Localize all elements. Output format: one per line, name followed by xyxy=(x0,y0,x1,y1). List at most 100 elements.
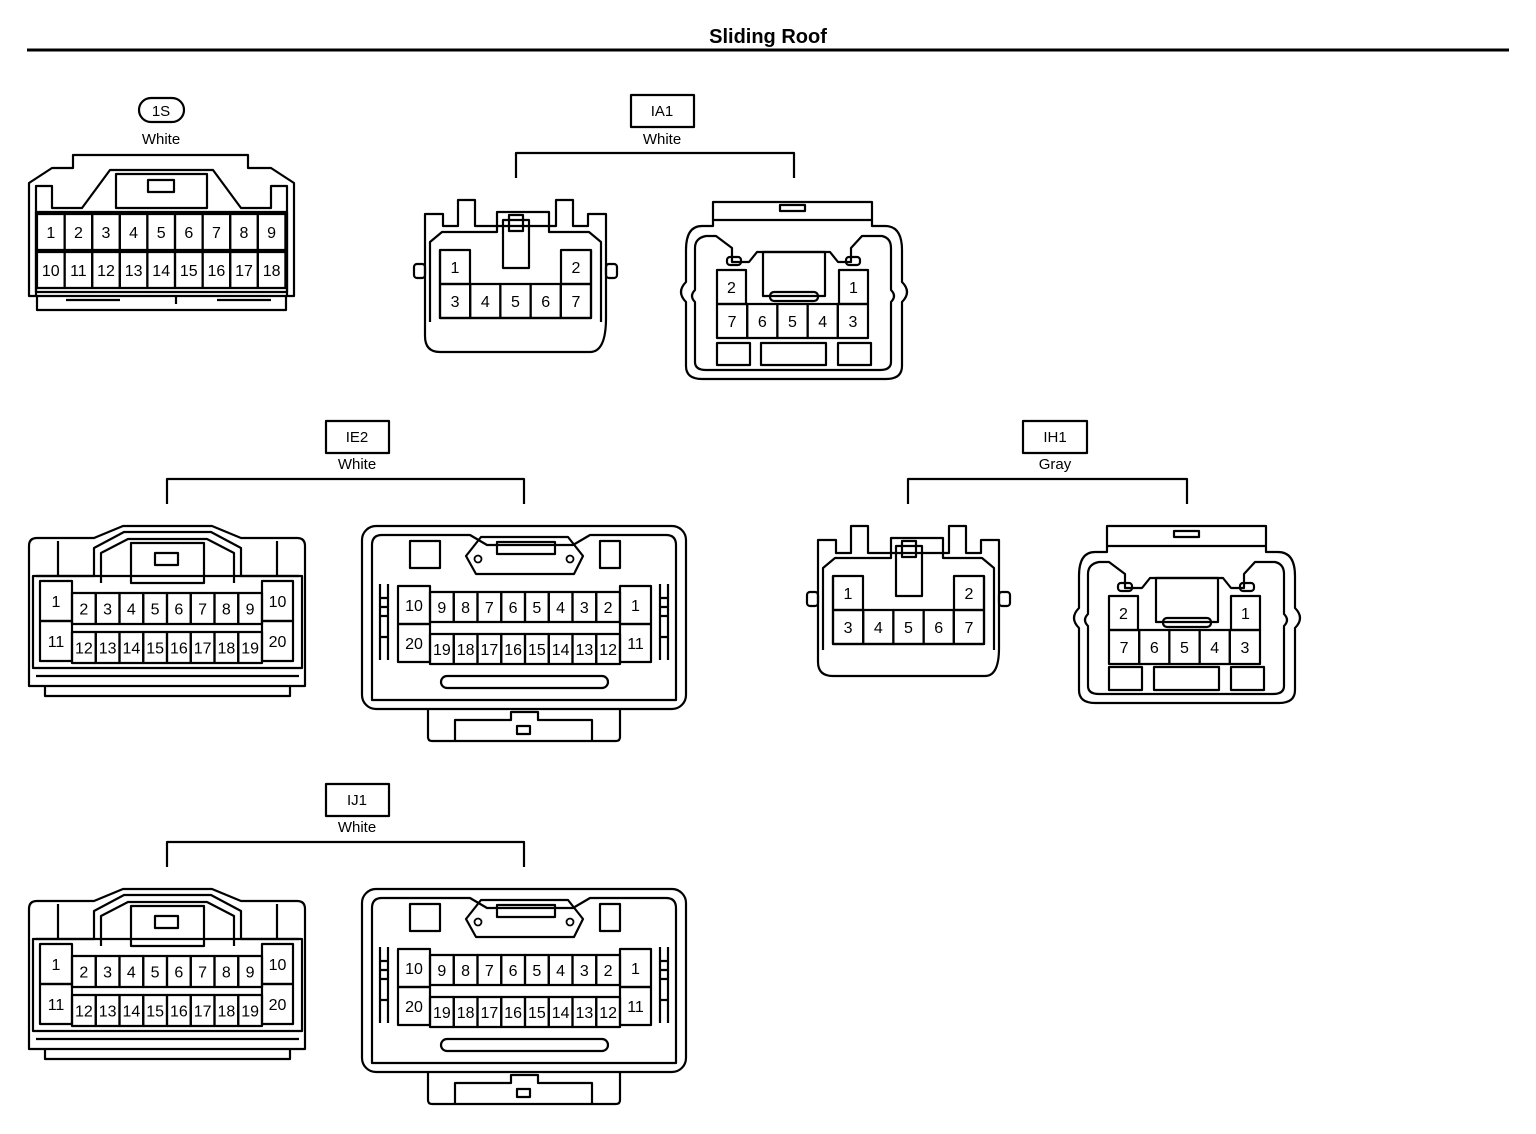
pin-cell: 11 xyxy=(38,619,74,663)
pin-cell: 9 xyxy=(428,953,455,987)
pin-number: 17 xyxy=(480,1005,498,1022)
pin-cell: 5 xyxy=(142,591,169,626)
pin-cell: 8 xyxy=(229,212,259,252)
pin-number: 4 xyxy=(127,965,136,982)
housing-outline xyxy=(378,584,670,660)
pin-cell: 20 xyxy=(260,619,295,663)
pin-cell: 14 xyxy=(118,630,145,665)
housing-outline xyxy=(464,898,585,939)
pin-number: 20 xyxy=(405,999,423,1016)
pin-cell: 5 xyxy=(1168,628,1201,666)
pin-number: 6 xyxy=(509,600,518,617)
pin-cavity xyxy=(256,250,287,290)
pin-cell: 5 xyxy=(892,608,925,646)
pin-number: 6 xyxy=(174,602,183,619)
pin-number: 17 xyxy=(194,641,212,658)
pin-number: 3 xyxy=(844,620,853,637)
pin-number: 9 xyxy=(246,965,255,982)
pin-number: 1 xyxy=(849,280,858,297)
connector-code-badge xyxy=(629,93,696,129)
connector-color: White xyxy=(643,131,681,148)
pin-cell: 4 xyxy=(547,953,574,987)
pin-number: 2 xyxy=(727,280,736,297)
female-housing xyxy=(1072,524,1302,705)
housing-outline xyxy=(27,524,307,688)
pin-block-outline xyxy=(438,250,593,320)
pin-cell: 4 xyxy=(547,590,574,624)
pin-number: 6 xyxy=(174,965,183,982)
pin-number: 15 xyxy=(180,263,198,280)
connector-code: 1S xyxy=(152,103,170,120)
female-housing xyxy=(679,200,909,381)
pin-cavity xyxy=(595,953,622,987)
pin-number: 1 xyxy=(46,225,55,242)
connector-code: IE2 xyxy=(346,429,369,446)
housing-outline xyxy=(426,1072,622,1106)
pin-number: 20 xyxy=(405,636,423,653)
pin-cell: 3 xyxy=(571,953,598,987)
pin-number: 9 xyxy=(437,600,446,617)
pair-bracket xyxy=(165,477,526,504)
pin-number: 18 xyxy=(457,642,475,659)
pin-cell: 14 xyxy=(118,993,145,1028)
pin-cell: 1 xyxy=(35,212,66,252)
housing-detail xyxy=(360,524,688,711)
pin-number: 17 xyxy=(480,642,498,659)
pin-cell: 16 xyxy=(165,630,192,665)
pin-cell: 1 xyxy=(38,942,74,986)
pin-cell: 15 xyxy=(173,250,204,290)
pin-cavity xyxy=(595,995,622,1029)
housing-detail xyxy=(408,539,442,570)
connector-housing xyxy=(27,153,296,312)
pin-number: 5 xyxy=(532,963,541,980)
pin-number: 5 xyxy=(904,620,913,637)
pin-number: 7 xyxy=(485,600,494,617)
pin-number: 2 xyxy=(1119,606,1128,623)
housing-outline xyxy=(99,537,236,583)
connector-color: White xyxy=(338,819,376,836)
pin-number: 4 xyxy=(1210,640,1219,657)
housing-detail xyxy=(598,539,622,570)
pin-number: 16 xyxy=(170,641,188,658)
pin-cell: 2 xyxy=(63,212,94,252)
pin-cell: 1 xyxy=(831,574,865,612)
pin-number: 12 xyxy=(599,642,617,659)
pin-cell: 14 xyxy=(547,632,574,666)
housing-detail xyxy=(439,674,610,690)
pin-cell: 18 xyxy=(452,632,479,666)
pin-cell: 7 xyxy=(559,282,593,320)
pin-cell: 5 xyxy=(523,953,550,987)
pin-number: 3 xyxy=(103,965,112,982)
housing-outline xyxy=(453,1073,594,1104)
pin-cell: 11 xyxy=(618,622,653,664)
pin-cell: 13 xyxy=(94,993,121,1028)
pin-number: 18 xyxy=(217,641,235,658)
pin-cell: 19 xyxy=(237,630,264,665)
pin-number: 2 xyxy=(74,225,83,242)
pin-number: 2 xyxy=(604,963,613,980)
pin-cell: 7 xyxy=(189,591,216,626)
pin-cell: 3 xyxy=(438,282,472,320)
pin-number: 6 xyxy=(184,225,193,242)
pin-number: 4 xyxy=(874,620,883,637)
pin-cell: 2 xyxy=(595,953,622,987)
connector-color: White xyxy=(142,131,180,148)
pin-cell: 11 xyxy=(63,250,94,290)
pin-cell: 16 xyxy=(165,993,192,1028)
pin-cell: 9 xyxy=(237,591,264,626)
pin-number: 8 xyxy=(461,963,470,980)
pin-cell: 20 xyxy=(396,622,432,664)
pin-number: 4 xyxy=(556,963,565,980)
pin-cell: 13 xyxy=(94,630,121,665)
pin-number: 3 xyxy=(1240,640,1249,657)
pin-number: 1 xyxy=(844,586,853,603)
housing-detail xyxy=(515,724,532,736)
pin-cavity xyxy=(836,302,870,340)
pin-cell: 12 xyxy=(595,995,622,1029)
pin-number: 3 xyxy=(451,294,460,311)
pin-number: 13 xyxy=(575,642,593,659)
